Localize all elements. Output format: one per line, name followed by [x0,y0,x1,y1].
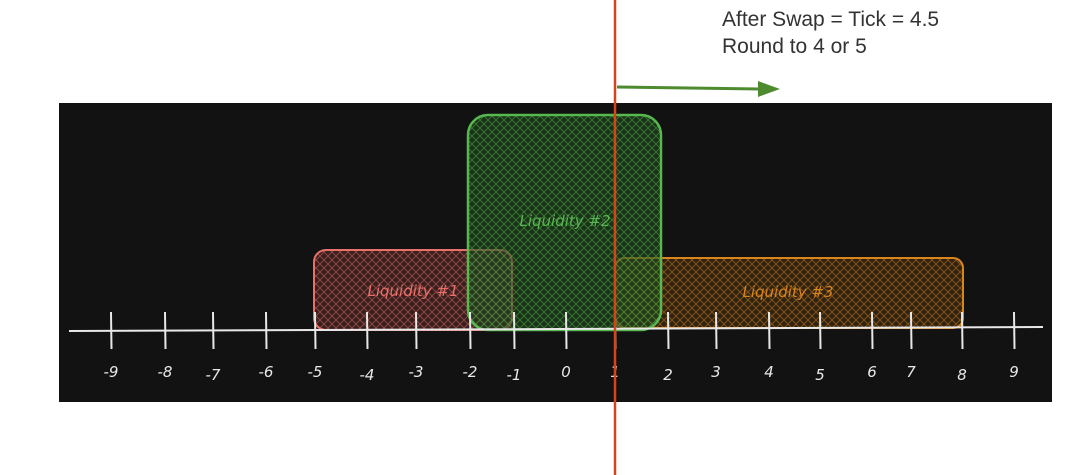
tick-label: 6 [867,363,877,381]
liquidity-3-label: Liquidity #3 [742,283,833,301]
tick-label: 9 [1009,363,1019,381]
tick-label: -7 [206,366,221,384]
swap-annotation: After Swap = Tick = 4.5 Round to 4 or 5 [722,6,939,60]
tick-mark [164,311,167,350]
tick-label: -2 [463,363,478,381]
tick-label: 4 [764,363,774,381]
tick-mark [819,311,822,350]
tick-mark [715,311,718,350]
tick-label: 7 [906,363,916,381]
tick-label: -8 [158,363,173,381]
tick-axis-line [68,326,1044,332]
tick-label: 2 [663,366,673,384]
tick-mark [513,311,516,350]
annotation-line-2: Round to 4 or 5 [722,35,867,58]
liquidity-range-1: Liquidity #1 [313,249,513,331]
tick-label: 3 [711,363,721,381]
tick-mark [961,311,964,350]
tick-mark [314,311,317,350]
annotation-line-1: After Swap = Tick = 4.5 [722,8,940,31]
tick-label: -1 [507,366,522,384]
swap-direction-arrow [616,81,780,97]
tick-mark [910,311,913,350]
tick-labels: -9-8-7-6-5-4-3-2-10123456789 [104,363,1019,384]
tick-mark [667,311,670,350]
tick-mark [469,311,472,350]
tick-mark [565,311,568,350]
tick-mark [212,311,215,350]
tick-mark [415,311,418,350]
tick-label: -3 [409,363,424,381]
liquidity-2-label: Liquidity #2 [519,212,610,230]
tick-mark [1013,311,1016,350]
liquidity-range-2: Liquidity #2 [466,113,663,332]
tick-label: -9 [104,363,119,381]
tick-mark [768,311,771,350]
tick-mark [366,311,369,350]
tick-marks [110,311,1016,350]
tick-label: 5 [815,366,825,384]
tick-mark [110,311,113,350]
tick-label: -6 [259,363,274,381]
tick-label: 8 [957,366,967,384]
liquidity-1-label: Liquidity #1 [367,282,458,300]
tick-label: -4 [360,366,375,384]
tick-mark [265,311,268,350]
tick-mark [871,311,874,350]
tick-label: 0 [561,363,571,381]
tick-label: -5 [308,363,323,381]
liquidity-range-3: Liquidity #3 [614,257,964,329]
